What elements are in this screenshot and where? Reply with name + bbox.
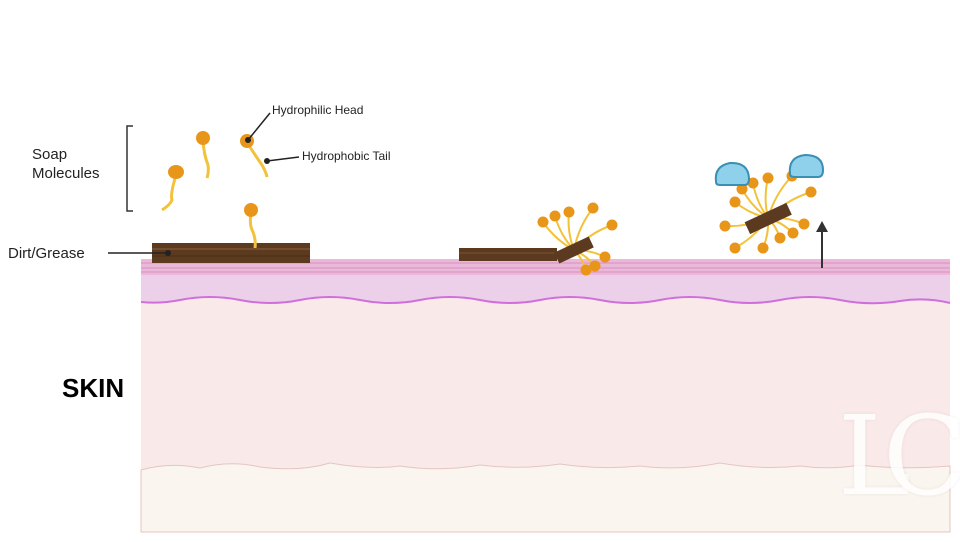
- skin-label: SKIN: [62, 373, 125, 403]
- soap-molecules-label: Soap Molecules: [32, 146, 100, 182]
- soap-head: [563, 206, 575, 218]
- water-droplet: [788, 153, 825, 178]
- soap-head: [729, 196, 741, 208]
- soap-molecule: [196, 131, 210, 179]
- soap-head: [757, 242, 769, 254]
- soap-molecule: [161, 165, 184, 212]
- epidermis-layer: [141, 275, 950, 304]
- hydrophobic-tail-label: Hydrophobic Tail: [302, 149, 391, 163]
- dirt-grease-label: Dirt/Grease: [8, 245, 85, 262]
- hydrophilic-head-label: Hydrophilic Head: [272, 103, 364, 117]
- soap-head: [719, 220, 731, 232]
- soap-head: [549, 210, 561, 222]
- soap-head: [747, 177, 759, 189]
- soap-head: [599, 251, 611, 263]
- soap-head: [805, 186, 817, 198]
- soap-head: [580, 264, 592, 276]
- soap-head: [762, 172, 774, 184]
- water-droplet: [714, 161, 751, 186]
- soap-head: [774, 232, 786, 244]
- bracket: [126, 125, 133, 212]
- soap-head: [537, 216, 549, 228]
- soap-head: [589, 260, 601, 272]
- dirt-micelle: [714, 153, 825, 254]
- hypodermis-layer: [140, 462, 951, 533]
- soap-molecule: [244, 203, 258, 249]
- soap-molecule: [240, 134, 269, 178]
- soap-head: [729, 242, 741, 254]
- basement-membrane: [140, 296, 951, 305]
- soap-head: [798, 218, 810, 230]
- soap-head: [587, 202, 599, 214]
- skin-layers: [140, 259, 951, 533]
- dirt-lifting: [459, 202, 618, 276]
- soap-head: [787, 227, 799, 239]
- dirt-pointer-dot: [165, 250, 171, 256]
- watermark-logo: LC: [838, 392, 960, 520]
- up-arrow-icon: [816, 221, 828, 268]
- dirt-particle: [152, 243, 310, 263]
- soap-head: [606, 219, 618, 231]
- soap-head: [736, 183, 748, 195]
